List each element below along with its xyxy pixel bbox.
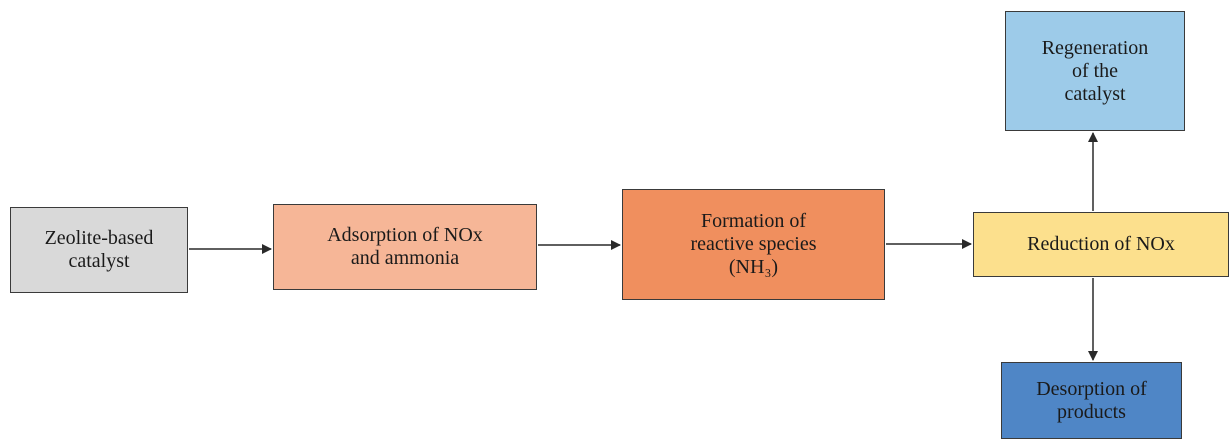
node-regeneration: Regeneration of the catalyst [1005,11,1185,131]
node-regeneration-label: Regeneration of the catalyst [1041,36,1149,105]
node-reduction-label: Reduction of NOx [1027,233,1175,255]
node-desorption-label: Desorption of products [1036,377,1147,423]
node-adsorption-label: Adsorption of NOx and ammonia [327,224,483,269]
node-reactive-species-label: Formation of reactive species (NH₃) [690,210,817,278]
node-reactive-species: Formation of reactive species (NH₃) [622,189,885,300]
node-zeolite-catalyst: Zeolite-based catalyst [10,207,188,293]
node-desorption: Desorption of products [1001,362,1182,439]
node-reduction: Reduction of NOx [973,212,1229,277]
node-adsorption: Adsorption of NOx and ammonia [273,204,537,290]
node-zeolite-catalyst-label: Zeolite-based catalyst [44,227,154,272]
